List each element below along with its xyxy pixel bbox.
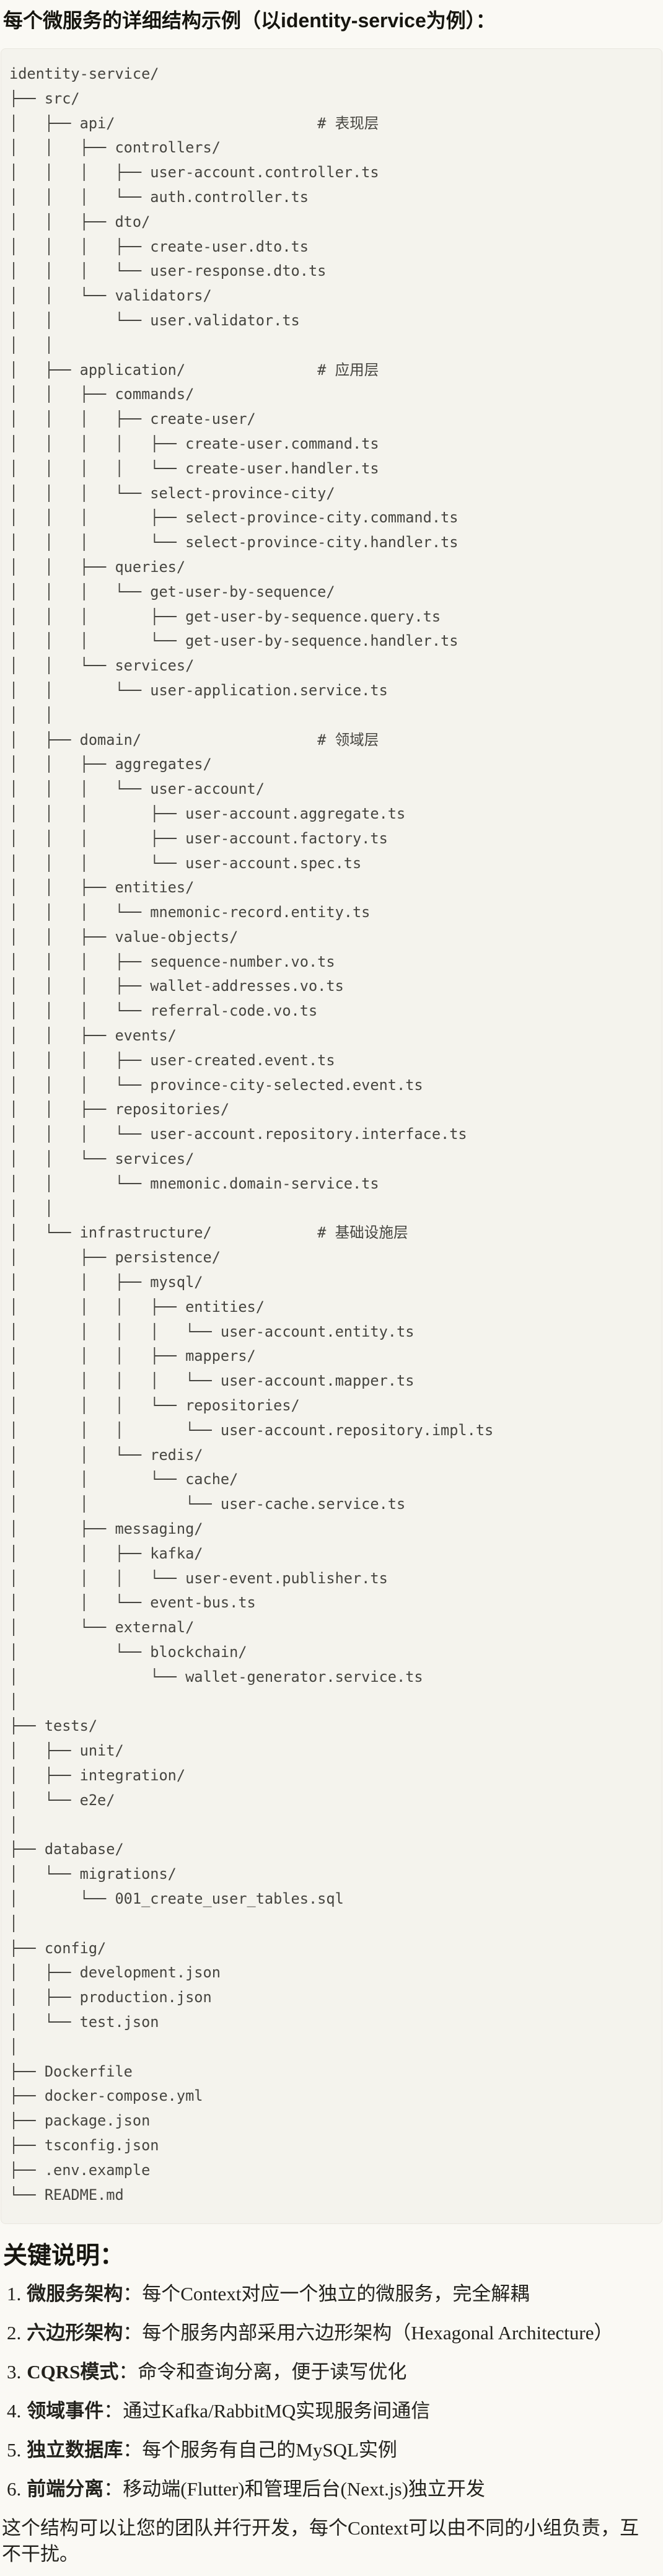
note-term: 微服务架构 [27,2283,123,2305]
note-text: ：每个Context对应一个独立的微服务，完全解耦 [123,2283,530,2305]
note-term: 领域事件 [27,2400,104,2422]
note-term: 六边形架构 [27,2322,123,2344]
note-item: 5.独立数据库：每个服务有自己的MySQL实例 [7,2437,658,2463]
note-number: 5. [7,2439,22,2461]
note-item: 2.六边形架构：每个服务内部采用六边形架构（Hexagonal Architec… [7,2320,658,2346]
note-term: 前端分离 [27,2478,104,2500]
note-text: ：每个服务内部采用六边形架构（Hexagonal Architecture） [123,2322,613,2344]
note-term: 独立数据库 [27,2439,123,2461]
note-item: 6.前端分离：移动端(Flutter)和管理后台(Next.js)独立开发 [7,2476,658,2502]
notes-heading: 关键说明： [3,2243,125,2270]
page-title: 每个微服务的详细结构示例（以identity-service为例）： [3,9,496,32]
note-number: 1. [7,2283,22,2305]
note-number: 4. [7,2400,22,2422]
code-block-directory-tree: identity-service/ ├── src/ │ ├── api/ # … [1,48,662,2225]
note-item: 1.微服务架构：每个Context对应一个独立的微服务，完全解耦 [7,2281,658,2307]
notes-list: 1.微服务架构：每个Context对应一个独立的微服务，完全解耦 2.六边形架构… [0,2281,663,2502]
note-text: ：命令和查询分离，便于读写优化 [118,2361,407,2383]
closing-paragraph: 这个结构可以让您的团队并行开发，每个Context可以由不同的小组负责，互不干扰… [2,2517,639,2565]
note-term: CQRS模式 [27,2361,119,2383]
note-text: ：移动端(Flutter)和管理后台(Next.js)独立开发 [103,2478,485,2500]
note-number: 6. [7,2478,22,2500]
note-text: ：通过Kafka/RabbitMQ实现服务间通信 [103,2400,431,2422]
note-number: 3. [7,2361,22,2383]
note-item: 4.领域事件：通过Kafka/RabbitMQ实现服务间通信 [7,2398,658,2424]
note-number: 2. [7,2322,22,2344]
note-text: ：每个服务有自己的MySQL实例 [123,2439,397,2461]
note-item: 3.CQRS模式：命令和查询分离，便于读写优化 [7,2359,658,2385]
